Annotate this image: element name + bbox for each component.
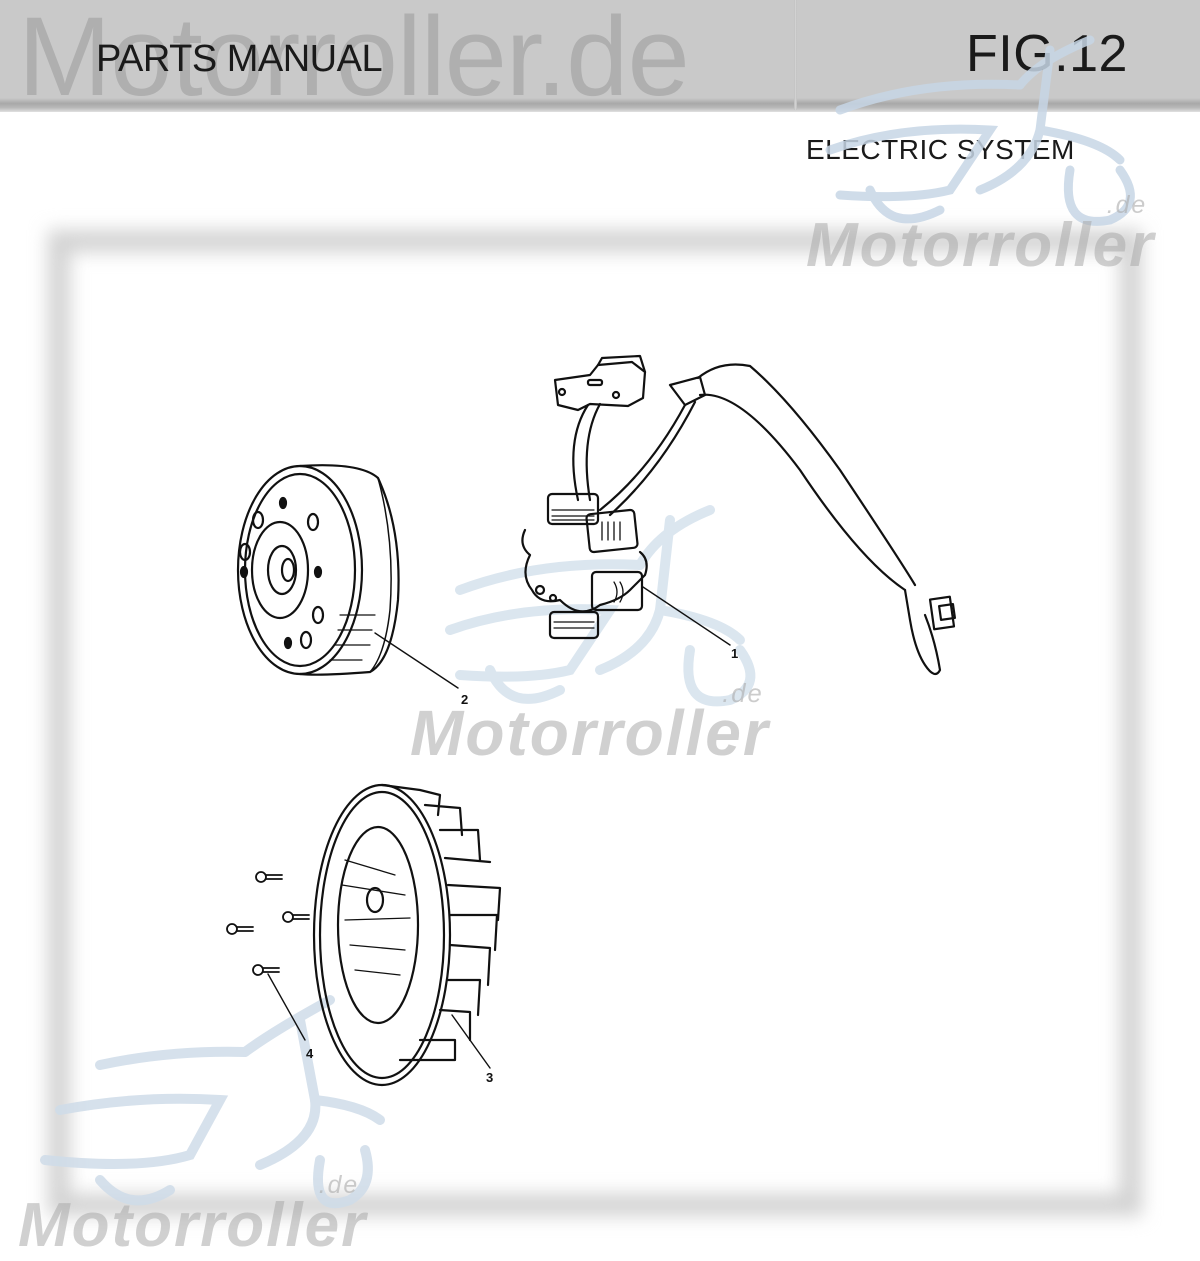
diagram-frame: [48, 230, 1142, 1216]
scooter-watermark-icon: [40, 995, 385, 1209]
callout-part-1: 1: [731, 646, 739, 661]
scooter-watermark-icon: [825, 35, 1135, 226]
callout-part-3: 3: [486, 1070, 494, 1085]
cooling-fan-icon: [312, 783, 502, 1087]
callout-part-4: 4: [306, 1046, 314, 1061]
bolt-icon: [226, 871, 310, 1041]
brand-watermark-center: Motorroller.de: [410, 680, 770, 769]
callout-part-2: 2: [461, 692, 469, 707]
header-watermark: Motorroller.de: [18, 0, 690, 119]
header-rule: [0, 98, 1200, 112]
brand-watermark-bottom-left: Motorroller.de: [18, 1172, 368, 1260]
manual-title: PARTS MANUAL: [96, 38, 383, 80]
header-divider: [794, 0, 797, 110]
brand-watermark-top-right: Motorroller.de: [806, 192, 1156, 280]
flywheel-icon: [236, 464, 459, 689]
stator-icon: [521, 354, 957, 676]
